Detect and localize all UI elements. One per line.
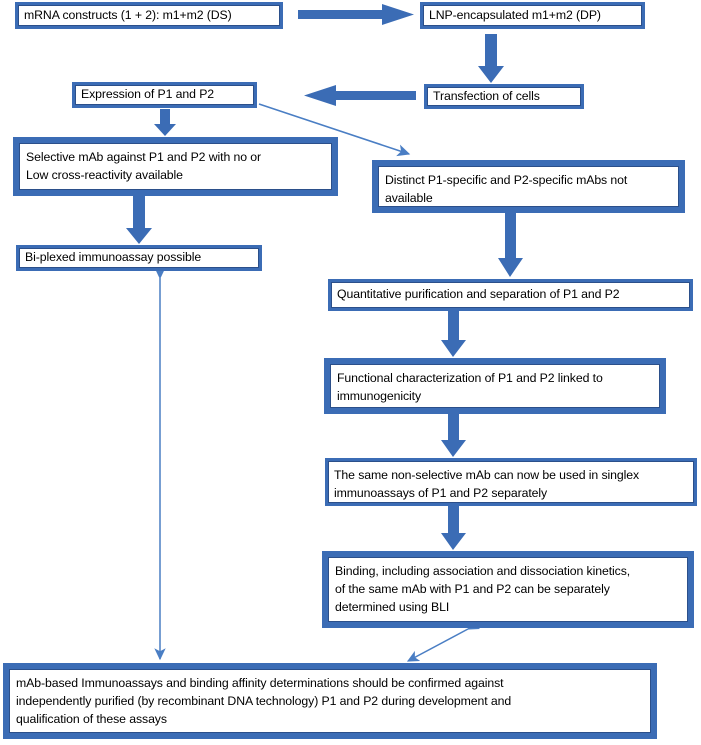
node-confirmation-inner: mAb-based Immunoassays and binding affin… [9, 669, 651, 733]
node-distinct-mabs-inner: Distinct P1-specific and P2-specific mAb… [378, 166, 679, 207]
node-selective-mab[interactable]: Selective mAb against P1 and P2 with no … [13, 137, 338, 196]
node-distinct-mabs-label: Distinct P1-specific and P2-specific mAb… [385, 173, 628, 205]
node-selective-mab-label: Selective mAb against P1 and P2 with no … [26, 150, 262, 182]
arrow-distinct-to-quant [498, 213, 523, 277]
arrow-selective-to-biplexed [126, 196, 152, 244]
node-expression-label: Expression of P1 and P2 [81, 87, 215, 102]
arrow-quant-to-functional [441, 311, 466, 357]
node-biplexed-label: Bi-plexed immunoassay possible [25, 250, 202, 265]
node-expression[interactable]: Expression of P1 and P2 [72, 82, 257, 108]
node-quant-purification-label: Quantitative purification and separation… [337, 287, 620, 302]
node-lnp-encapsulated-inner: LNP-encapsulated m1+m2 (DP) [423, 5, 642, 26]
arrow-transfection-to-expression [304, 85, 416, 106]
node-singlex-label: The same non-selective mAb can now be us… [334, 468, 640, 500]
node-confirmation[interactable]: mAb-based Immunoassays and binding affin… [3, 663, 657, 739]
node-functional-char-label: Functional characterization of P1 and P2… [337, 371, 603, 403]
node-singlex[interactable]: The same non-selective mAb can now be us… [325, 458, 697, 506]
node-transfection[interactable]: Transfection of cells [424, 84, 584, 109]
arrow-functional-to-singlex [441, 414, 466, 457]
node-singlex-inner: The same non-selective mAb can now be us… [328, 461, 694, 503]
node-biplexed[interactable]: Bi-plexed immunoassay possible [16, 245, 262, 271]
node-mrna-constructs-inner: mRNA constructs (1 + 2): m1+m2 (DS) [18, 5, 280, 26]
arrow-constructs-to-lnp [298, 4, 414, 25]
arrow-binding-to-confirmation [406, 618, 481, 662]
node-binding-bli[interactable]: Binding, including association and disso… [322, 551, 694, 628]
node-transfection-inner: Transfection of cells [427, 87, 581, 106]
node-selective-mab-inner: Selective mAb against P1 and P2 with no … [19, 143, 332, 190]
node-transfection-label: Transfection of cells [433, 88, 540, 103]
arrow-expression-to-selective [154, 109, 176, 136]
node-biplexed-inner: Bi-plexed immunoassay possible [19, 248, 259, 268]
node-functional-char-inner: Functional characterization of P1 and P2… [330, 364, 660, 408]
node-quant-purification-inner: Quantitative purification and separation… [331, 282, 690, 308]
node-binding-bli-label: Binding, including association and disso… [335, 564, 631, 614]
node-distinct-mabs[interactable]: Distinct P1-specific and P2-specific mAb… [372, 160, 685, 213]
node-mrna-constructs-label: mRNA constructs (1 + 2): m1+m2 (DS) [24, 7, 232, 22]
node-lnp-encapsulated[interactable]: LNP-encapsulated m1+m2 (DP) [420, 2, 645, 29]
node-confirmation-label: mAb-based Immunoassays and binding affin… [16, 676, 512, 726]
node-quant-purification[interactable]: Quantitative purification and separation… [328, 279, 693, 311]
node-mrna-constructs[interactable]: mRNA constructs (1 + 2): m1+m2 (DS) [15, 2, 283, 29]
node-expression-inner: Expression of P1 and P2 [75, 85, 254, 105]
arrow-lnp-to-transfection [478, 34, 504, 83]
arrow-singlex-to-binding [441, 506, 466, 550]
node-lnp-encapsulated-label: LNP-encapsulated m1+m2 (DP) [429, 7, 601, 22]
node-binding-bli-inner: Binding, including association and disso… [328, 557, 688, 622]
node-functional-char[interactable]: Functional characterization of P1 and P2… [324, 358, 666, 414]
